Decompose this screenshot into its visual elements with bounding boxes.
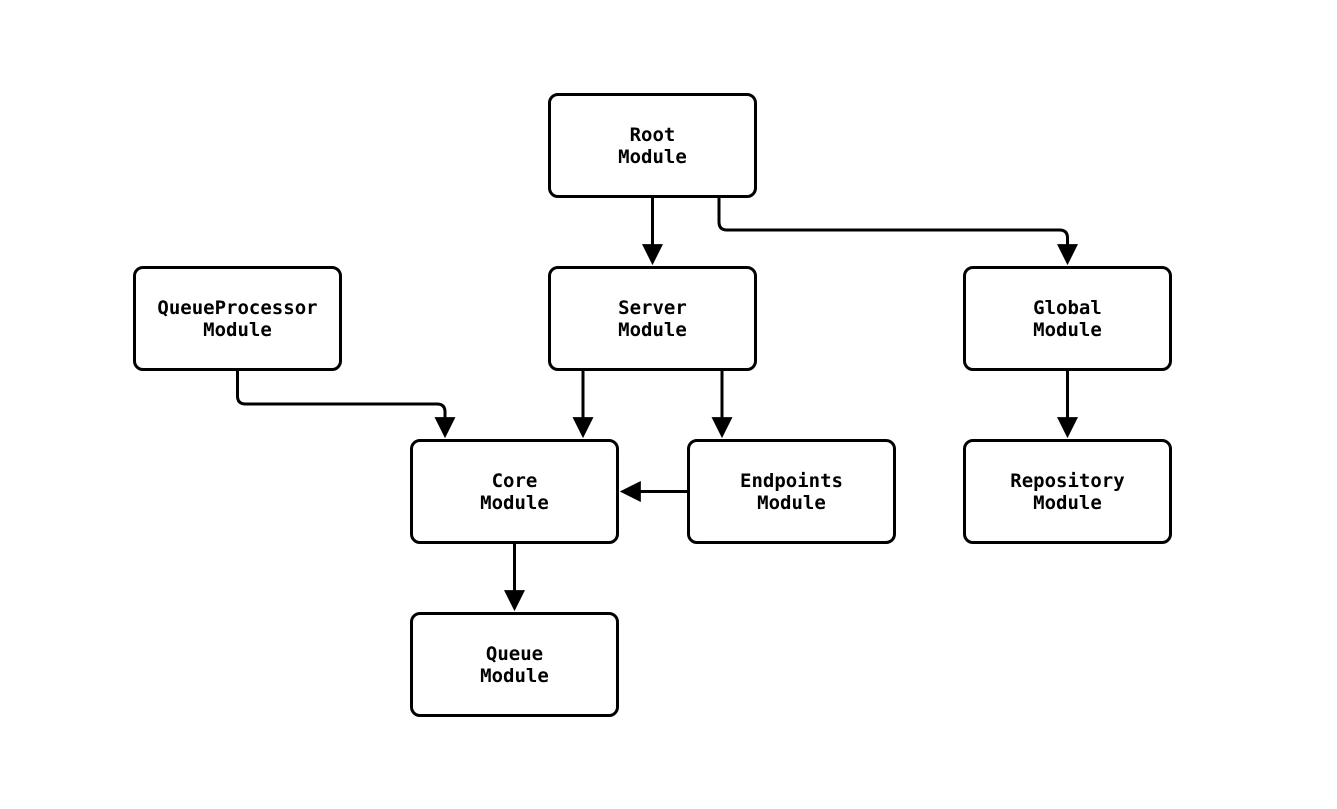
node-queueprocessor-module: QueueProcessor Module — [133, 266, 342, 371]
edge-queueprocessor-to-core — [236, 371, 456, 439]
node-core-module: Core Module — [410, 439, 619, 544]
node-label-line2: Module — [757, 491, 826, 514]
node-label-line2: Module — [480, 664, 549, 687]
node-label-line1: QueueProcessor — [157, 296, 318, 319]
node-endpoints-module: Endpoints Module — [687, 439, 896, 544]
node-label-line1: Repository — [1010, 469, 1125, 492]
node-label-line1: Root — [629, 123, 676, 146]
node-server-module: Server Module — [548, 266, 757, 371]
node-root-module: Root Module — [548, 93, 757, 198]
node-label-line1: Queue — [485, 642, 544, 665]
node-label-line2: Module — [1033, 318, 1102, 341]
node-label-line1: Server — [618, 296, 687, 319]
edge-root-to-global — [717, 198, 1078, 266]
node-label-line2: Module — [1033, 491, 1102, 514]
node-label-line2: Module — [480, 491, 549, 514]
node-global-module: Global Module — [963, 266, 1172, 371]
node-repository-module: Repository Module — [963, 439, 1172, 544]
node-label-line2: Module — [203, 318, 272, 341]
node-label-line1: Endpoints — [740, 469, 843, 492]
node-label-line1: Core — [491, 469, 538, 492]
node-label-line1: Global — [1033, 296, 1102, 319]
node-label-line2: Module — [618, 318, 687, 341]
node-queue-module: Queue Module — [410, 612, 619, 717]
node-label-line2: Module — [618, 145, 687, 168]
